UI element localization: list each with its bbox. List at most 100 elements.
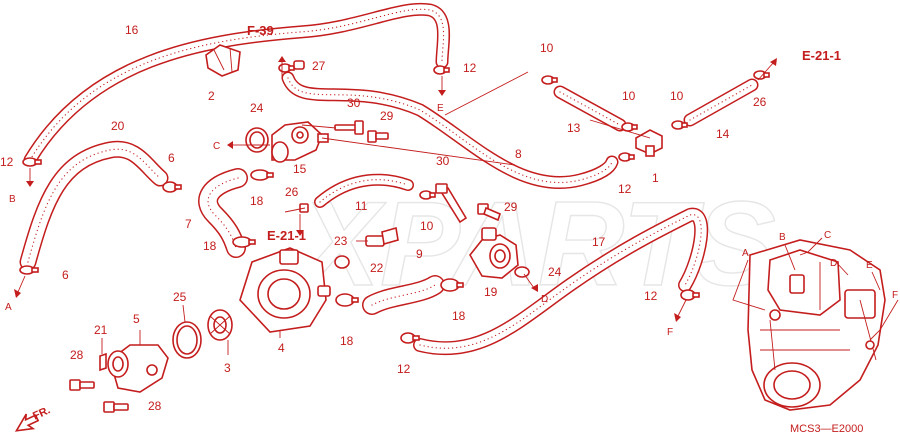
washer-23-icon — [334, 255, 350, 269]
callout-29: 29 — [380, 109, 394, 123]
callout-12: 12 — [463, 61, 477, 75]
callout-4: 4 — [278, 341, 285, 355]
callout-28: 28 — [148, 399, 162, 413]
callout-24: 24 — [250, 101, 264, 115]
callout-23: 23 — [334, 234, 348, 248]
connection-letters: B A E C D F — [5, 103, 673, 338]
callout-30: 30 — [347, 96, 361, 110]
hose-clamp-icon — [541, 75, 558, 85]
bolt-28-upper-icon — [69, 379, 95, 391]
hose-clamp-icon — [440, 278, 464, 292]
inset-letter-b: B — [779, 232, 786, 243]
front-arrow-icon — [14, 413, 40, 432]
callout-19: 19 — [484, 285, 498, 299]
bolt-30-upper-icon — [334, 120, 364, 135]
clip-21-icon — [99, 352, 107, 372]
callout-12: 12 — [644, 289, 658, 303]
callout-27: 27 — [312, 59, 326, 73]
callout-21: 21 — [94, 323, 108, 337]
hose-clamp-icon — [162, 181, 182, 193]
callout-25: 25 — [173, 290, 187, 304]
hose-8 — [281, 71, 619, 189]
callout-17: 17 — [592, 235, 606, 249]
leader-lines — [101, 71, 651, 355]
callout-29: 29 — [504, 200, 518, 214]
reference-e21-1-left: E-21-1 — [267, 228, 306, 243]
callout-22: 22 — [370, 261, 384, 275]
thermostat-3-icon — [207, 309, 233, 341]
hose-9 — [362, 275, 445, 315]
hose-16 — [23, 2, 451, 167]
hose-17 — [413, 207, 709, 356]
hose-20 — [19, 140, 169, 271]
hose-clamp-icon — [250, 169, 274, 181]
bracket-2-icon — [205, 44, 241, 77]
o-ring-24-lower-icon — [514, 266, 530, 278]
bolt-27-icon — [293, 60, 305, 70]
hose-clamp-icon — [621, 122, 638, 132]
bolt-30-mid-icon — [435, 183, 468, 224]
water-joint-19-icon — [469, 227, 519, 279]
direction-arrows — [14, 56, 777, 322]
callout-6: 6 — [62, 268, 69, 282]
hose-13 — [553, 85, 627, 132]
engine-inset: A B C D E F MCS3—E2000 — [732, 230, 899, 435]
bolt-28-lower-icon — [103, 401, 129, 413]
callout-15: 15 — [293, 162, 307, 176]
inset-letter-f: F — [892, 290, 898, 301]
callout-20: 20 — [111, 119, 125, 133]
callout-10: 10 — [540, 41, 554, 55]
letter-d-mid: D — [541, 294, 548, 305]
callout-18: 18 — [250, 194, 264, 208]
callout-5: 5 — [133, 312, 140, 326]
callout-26: 26 — [753, 95, 767, 109]
hose-clamp-icon — [753, 70, 770, 80]
callout-1: 1 — [652, 171, 659, 185]
letter-f-right: F — [667, 327, 673, 338]
callout-6: 6 — [168, 151, 175, 165]
callout-10: 10 — [622, 89, 636, 103]
callout-3: 3 — [224, 361, 231, 375]
inset-letter-d: D — [830, 258, 837, 269]
callout-28: 28 — [70, 348, 84, 362]
hose-clamp-icon — [433, 65, 450, 75]
hose-clamp-icon — [419, 190, 436, 200]
callout-24: 24 — [548, 265, 562, 279]
callout-14: 14 — [716, 127, 730, 141]
inset-letter-c: C — [824, 230, 831, 241]
hose-clamp-icon — [22, 157, 42, 167]
callout-13: 13 — [567, 121, 581, 135]
callout-18: 18 — [452, 309, 466, 323]
bolt-29-upper-icon — [367, 130, 389, 143]
hose-clamp-icon — [680, 289, 700, 301]
letter-e-top: E — [437, 103, 444, 114]
callout-12: 12 — [0, 155, 14, 169]
letter-b-left: B — [9, 194, 16, 205]
callout-8: 8 — [515, 147, 522, 161]
hose-clamp-icon — [400, 332, 420, 344]
front-direction-indicator: FR. — [14, 404, 52, 432]
hose-clamp-icon — [232, 236, 256, 248]
reference-labels: F-39 E-21-1 E-21-1 — [247, 23, 841, 243]
inset-letter-a: A — [742, 248, 749, 259]
callout-12: 12 — [397, 362, 411, 376]
letter-c-mid: C — [213, 141, 220, 152]
engine-outline-icon — [747, 239, 886, 411]
letter-a-left: A — [5, 302, 12, 313]
o-ring-24-upper-icon — [245, 127, 269, 153]
hose-clamp-icon — [19, 265, 39, 275]
callout-26: 26 — [285, 185, 299, 199]
callout-18: 18 — [340, 334, 354, 348]
callout-16: 16 — [125, 23, 139, 37]
callout-10: 10 — [670, 89, 684, 103]
hose-clamp-icon — [278, 63, 295, 73]
hose-joint-1-icon — [635, 129, 663, 157]
callout-30: 30 — [436, 154, 450, 168]
hose-14 — [683, 78, 759, 127]
front-label: FR. — [31, 404, 52, 422]
bolt-29-mid-icon — [477, 203, 501, 222]
temperature-sensor-22-icon — [356, 226, 399, 247]
callout-18: 18 — [203, 239, 217, 253]
thermostat-cover-5-icon — [107, 344, 169, 393]
